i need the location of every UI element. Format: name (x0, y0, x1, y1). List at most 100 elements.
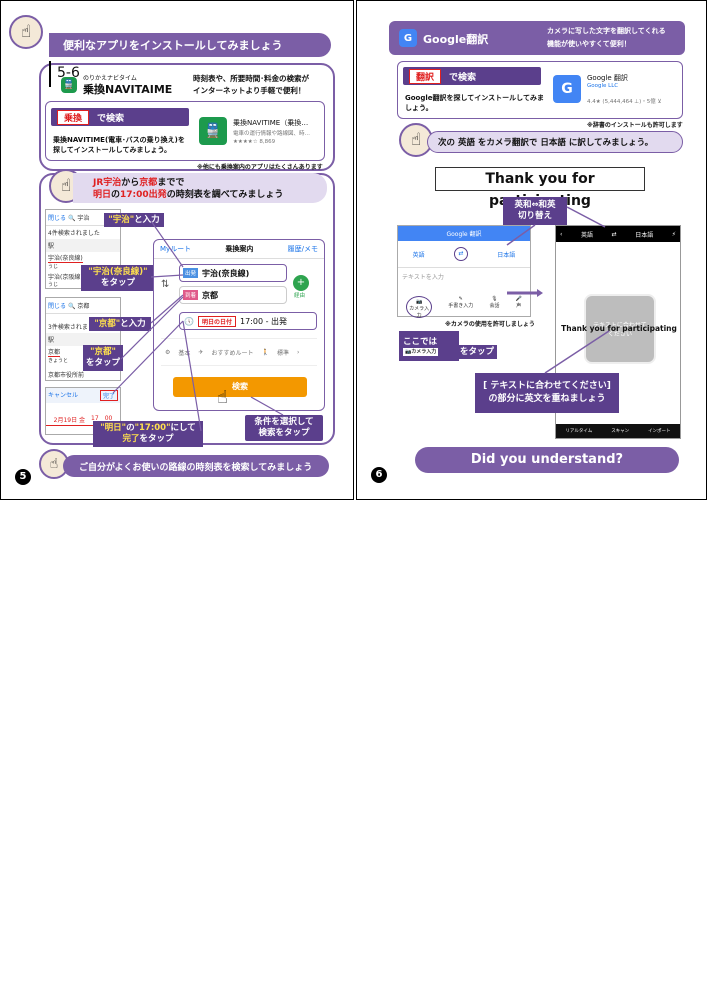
result-item-1-sub: うじ (48, 264, 59, 270)
cam-lang-left[interactable]: 英語 (580, 231, 593, 239)
callout-done-e: 完了 (122, 434, 140, 444)
result-item-1[interactable]: 宇治(奈良線)うじ (46, 252, 120, 271)
conversation-icon: 🎙 (491, 296, 498, 302)
result-item-2[interactable]: 宇治(京阪線)うじ (46, 271, 120, 289)
page-6: G Google翻訳 カメラに写した文字を翻訳してくれる 機能が使いやすくて便利… (356, 0, 707, 500)
align-a: [ テキストに合わせてください] (483, 381, 611, 391)
store-app-title[interactable]: 乗換NAVITIME（乗換… (233, 119, 309, 127)
callout-uji-b: と入力 (134, 214, 160, 225)
handwrite-label: 手書き入力 (448, 303, 474, 309)
cancel-link[interactable]: キャンセル (48, 392, 79, 399)
lang-left[interactable]: 英語 (412, 251, 425, 259)
tab-import[interactable]: インポート (648, 429, 671, 434)
to-field[interactable]: 到着 京都 (179, 286, 287, 304)
store-app-sub: 電車の運行情報や路線図、時… (233, 131, 311, 137)
conversation-label: 会話 (489, 303, 500, 309)
datetime-field[interactable]: 🕔 明日の日付 17:00 - 出発 (179, 312, 317, 330)
callout-done-c: "17:00" (134, 423, 171, 433)
basic-label: 基本 (178, 349, 191, 357)
handwrite-button[interactable]: ✎手書き入力 (448, 296, 473, 318)
note: ※他にも乗換案内のアプリはたくさんあります (197, 164, 323, 171)
app-desc-1: カメラに写した文字を翻訳してくれる (547, 27, 666, 35)
swap-lang-icon[interactable]: ⇄ (453, 247, 468, 261)
callout-done-a: "明日" (100, 423, 127, 433)
task-no: の (111, 190, 121, 200)
tab-my-route[interactable]: Myルート (160, 245, 192, 253)
search-body-1: 乗換NAVITIME(電車･バスの乗り換え)を (53, 136, 185, 144)
walk-label: 標準 (276, 349, 289, 357)
voice-button[interactable]: 🎤声 (516, 296, 522, 318)
gt-header: Google 翻訳 (398, 226, 530, 241)
cam-lang-right[interactable]: 日本語 (635, 231, 654, 239)
result-item-shiyakusho[interactable]: 京都市役所前 (48, 372, 85, 379)
store-app-icon[interactable]: G (553, 75, 581, 103)
store-app-rating: ★★★★☆ 8,869 (233, 139, 276, 145)
search-body-2: しょう。 (405, 104, 433, 112)
from-tag: 出発 (183, 268, 199, 278)
task-line-1: JR宇治から京都までで (93, 175, 184, 188)
result-category: 駅 (46, 239, 120, 252)
result-item-1-label: 宇治(奈良線) (48, 255, 83, 263)
close-link-2[interactable]: 閉じる (48, 303, 67, 310)
camera-input-button[interactable]: 📷カメラ入力 (406, 296, 433, 319)
result-count-2: 3件検索されました (48, 324, 100, 331)
from-field[interactable]: 出発 宇治(奈良線) (179, 264, 287, 282)
callout-cond-2: 検索をタップ (258, 428, 310, 438)
options-row[interactable]: ⚙基本 ✈おすすめルート 🚶標準 › (161, 338, 317, 366)
task-banner: 次の 英語 をカメラ翻訳で 日本語 に訳してみましょう。 (427, 131, 683, 153)
done-button[interactable]: 完了 (99, 390, 118, 401)
task-to: 京都 (139, 178, 158, 188)
conversation-button[interactable]: 🎙会話 (489, 296, 499, 318)
result-item-2-label: 宇治(京阪線) (48, 274, 83, 281)
cam-swap-icon[interactable]: ⇄ (611, 230, 617, 238)
app-intro-box (39, 63, 335, 171)
tab-realtime[interactable]: リアルタイム (565, 429, 593, 434)
search-button[interactable]: 検索 (173, 377, 307, 397)
result-count: 4件検索されました (48, 230, 100, 237)
callout-uji-a: "宇治" (108, 214, 135, 225)
task-banner (73, 173, 327, 203)
app-title: Google翻訳 (423, 33, 489, 46)
app-desc-2: 機能が使いやすくて便利！ (547, 40, 631, 48)
from-value: 宇治(奈良線) (202, 268, 250, 278)
picker-date: 2月19日 金 (53, 417, 86, 424)
search-query[interactable]: 宇治 (77, 215, 90, 222)
task-made: までで (157, 178, 185, 188)
title-banner (389, 21, 685, 55)
flash-icon[interactable]: ⚡ (671, 230, 676, 238)
swap-label-1: 英和⇔和英 (514, 200, 556, 210)
back-icon[interactable]: ‹ (560, 230, 563, 238)
search-query-2[interactable]: 京都 (77, 303, 90, 310)
lang-right[interactable]: 日本語 (497, 251, 516, 259)
callout-kyoto-tap-b: をタップ (86, 358, 121, 368)
callout-cond-1: 条件を選択して (254, 417, 314, 427)
plane-icon: ✈ (198, 348, 204, 356)
tap-camera-label: カメラ入力 (411, 348, 437, 355)
time-value: 17:00 - 出発 (239, 316, 288, 326)
result-item-2-sub: うじ (48, 282, 59, 288)
pen-icon: ✎ (458, 296, 463, 302)
walk-icon: 🚶 (261, 348, 269, 356)
swap-icon[interactable]: ⇅ (161, 279, 170, 290)
chevron-right-icon: › (296, 348, 300, 356)
add-via-button[interactable]: + (293, 275, 309, 291)
tab-history[interactable]: 履歴/メモ (287, 245, 318, 253)
callout-uji-input: "宇治"と入力 (104, 213, 164, 227)
app-small-label: のりかえナビタイム (83, 75, 137, 82)
text-input[interactable]: テキストを入力 (402, 274, 444, 281)
search-suffix: で検索 (449, 72, 477, 83)
align-b: の部分に英文を重ねましょう (488, 394, 606, 404)
callout-kyoto-tap: "京都"をタップ (83, 345, 123, 371)
result-item-kyoto[interactable]: 京都きょうと (46, 346, 120, 365)
task-day: 明日 (93, 190, 112, 200)
store-app-title[interactable]: Google 翻訳 (587, 74, 628, 82)
tab-scan[interactable]: スキャン (611, 429, 630, 434)
task-kara: から (121, 178, 140, 188)
search-keyword: 乗換 (57, 109, 90, 125)
task-time: 17:00出発 (120, 190, 167, 200)
store-app-icon[interactable]: 🚆 (199, 117, 227, 145)
close-link[interactable]: 閉じる (48, 215, 67, 222)
section-banner: 便利なアプリをインストールしてみましょう (49, 33, 331, 57)
picker-hour: 17 (91, 415, 99, 422)
